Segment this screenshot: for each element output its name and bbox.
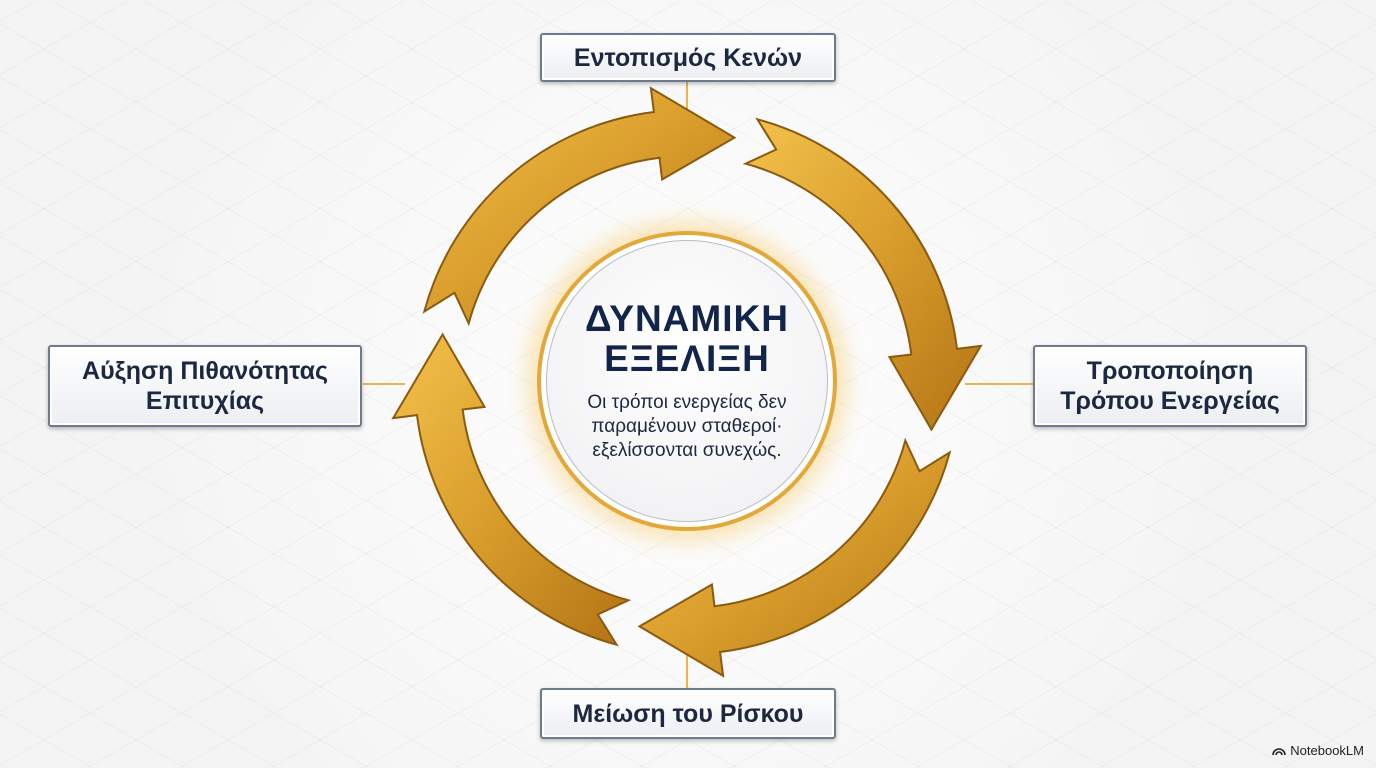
step-label: Εντοπισμός Κενών	[573, 43, 803, 72]
arrow-left-icon	[391, 332, 632, 647]
arrow-top-icon	[422, 86, 737, 327]
brand-label: NotebookLM	[1290, 743, 1364, 758]
notebooklm-logo-icon	[1272, 743, 1287, 758]
center-title-line2: ΕΞΕΛΙΞΗ	[604, 338, 770, 379]
arrow-right-icon	[742, 117, 983, 432]
step-label: Μείωση του Ρίσκου	[572, 699, 804, 728]
arrow-bottom-icon	[637, 437, 952, 678]
center-subtitle-line: παραμένουν σταθεροί·	[591, 416, 783, 437]
center-title-line1: ΔΥΝΑΜΙΚΗ	[585, 298, 789, 339]
step-label: Τροποποίηση	[1086, 357, 1254, 385]
step-box-top: Εντοπισμός Κενών	[540, 33, 836, 82]
step-box-bottom: Μείωση του Ρίσκου	[540, 688, 836, 739]
step-label: Τρόπου Ενεργείας	[1060, 387, 1280, 415]
center-subtitle-line: εξελίσσονται συνεχώς.	[592, 440, 782, 461]
brand-watermark: NotebookLM	[1272, 743, 1364, 758]
step-label: Επιτυχίας	[145, 387, 265, 415]
center-circle: ΔΥΝΑΜΙΚΗ ΕΞΕΛΙΞΗ Οι τρόποι ενεργείας δεν…	[537, 231, 837, 531]
step-label: Αύξηση Πιθανότητας	[82, 357, 328, 385]
center-subtitle-line: Οι τρόποι ενεργείας δεν	[587, 392, 787, 413]
